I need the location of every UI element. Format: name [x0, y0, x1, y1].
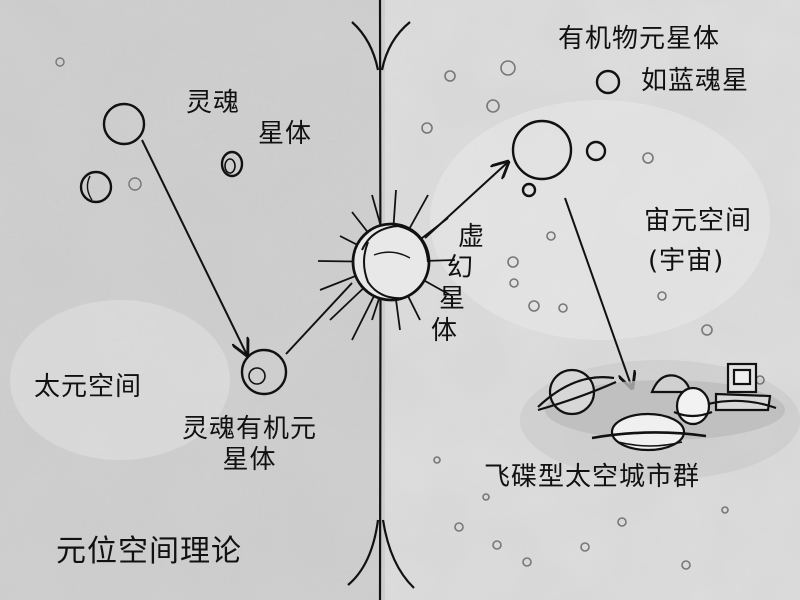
taiyuan-space-label: 太元空间 — [34, 372, 143, 402]
virtual-label-char4: 体 — [431, 315, 459, 346]
virtual-star-body-label: 虚 幻 星 体 — [420, 222, 485, 347]
soul-star-body-label-line2: 星体 — [258, 119, 313, 150]
organic-star-body-label: 有机物元星体 — [558, 24, 721, 54]
blue-soul-star-icon — [595, 69, 621, 95]
soul-organic-label-line1: 灵魂有机元 — [182, 414, 318, 444]
theory-title: 元位空间理论 — [56, 534, 242, 569]
arrow-to-ufo-city — [564, 197, 632, 388]
universe-space-label: 宙元空间 — [644, 206, 753, 236]
soul-star-body-label-line1: 灵魂 — [186, 88, 241, 118]
virtual-label-char1: 虚 — [458, 222, 486, 252]
ufo-city-cluster — [537, 362, 785, 452]
soul-organic-star-body — [240, 348, 288, 396]
arrow-virtual-to-organic-star — [424, 162, 508, 239]
soul-star-bodies — [79, 102, 244, 204]
ufo-city-cluster-label: 飞碟型太空城市群 — [484, 462, 701, 492]
arrow-soul-to-organic — [141, 139, 247, 355]
dimension-divider-line — [347, 0, 415, 600]
soul-organic-star-body-label: 灵魂有机元 星体 — [182, 414, 317, 476]
blue-soul-star-label: 如蓝魂星 — [641, 66, 750, 96]
virtual-label-char3: 星 — [439, 284, 467, 315]
soul-star-body-label: 灵魂 星体 — [186, 88, 312, 150]
organic-star-bodies — [511, 69, 621, 198]
background-stars — [421, 60, 765, 570]
virtual-star-body — [317, 189, 456, 341]
soul-organic-label-line2: 星体 — [222, 445, 277, 476]
virtual-label-char2: 幻 — [447, 253, 475, 284]
arrow-organic-to-virtual — [285, 282, 353, 355]
universe-space-alias-label: (宇宙) — [648, 246, 725, 276]
